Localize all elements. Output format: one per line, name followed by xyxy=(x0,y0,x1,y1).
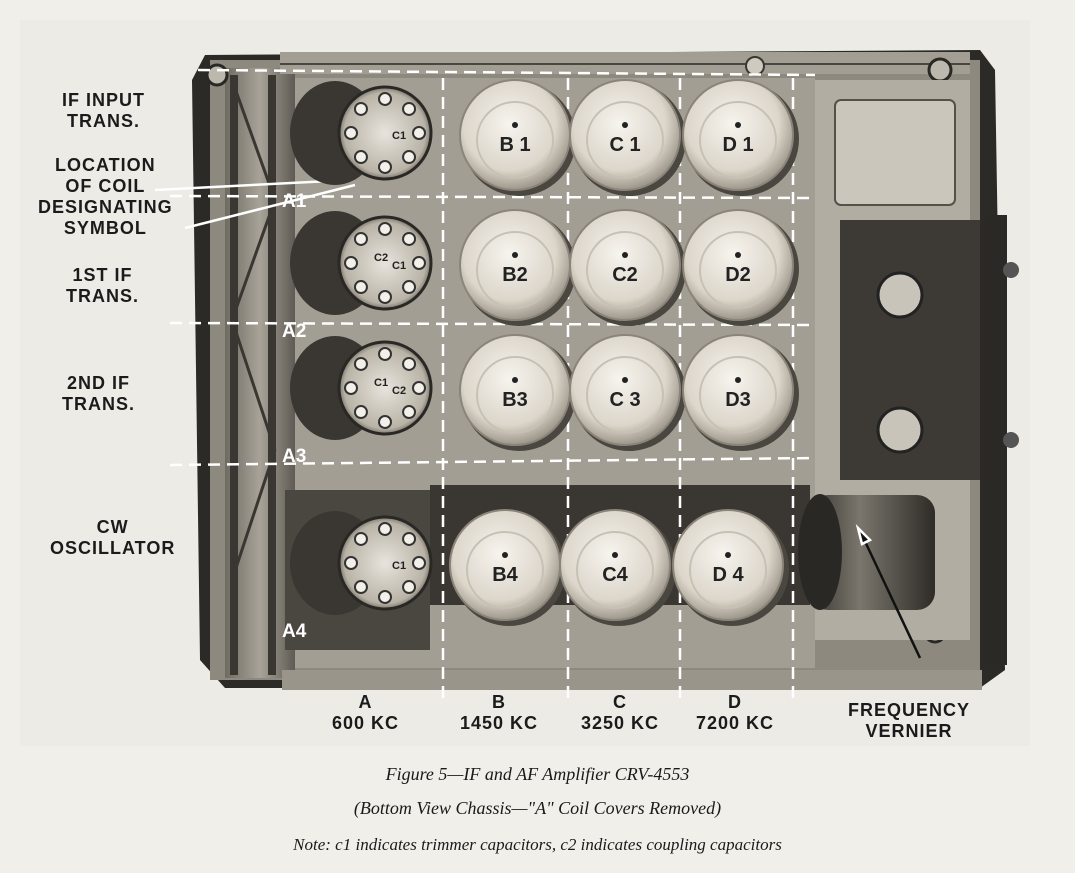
coil-can: B 1 xyxy=(459,79,576,196)
label-line: OSCILLATOR xyxy=(50,538,176,558)
label-line: CW xyxy=(96,517,129,537)
figure-caption-note: Note: c1 indicates trimmer capacitors, c… xyxy=(293,835,782,854)
label-frequency-vernier: FREQUENCY VERNIER xyxy=(848,700,970,742)
trimmer-label: C1 xyxy=(374,377,388,389)
trimmer-label: C1 xyxy=(392,560,406,572)
frequency-vernier-knob xyxy=(798,494,935,610)
figure-caption-subtitle: (Bottom View Chassis—"A" Coil Covers Rem… xyxy=(353,798,722,818)
trimmer-label: C2 xyxy=(392,385,406,397)
a-coil-label: A2 xyxy=(282,321,306,342)
coil-can: D3 xyxy=(682,334,799,451)
trimmer-label: C2 xyxy=(374,252,388,264)
coil-can: C 1 xyxy=(569,79,686,196)
leader-lines xyxy=(154,178,922,659)
column-letter: B xyxy=(492,692,507,712)
label-line: 2ND IF xyxy=(66,373,130,393)
label-line: VERNIER xyxy=(865,721,953,741)
label-cw-oscillator: CW OSCILLATOR xyxy=(50,517,175,559)
a-coil-label: A1 xyxy=(282,191,307,212)
can-label: D2 xyxy=(725,264,751,286)
trimmer-label: C1 xyxy=(392,260,406,272)
column-letter: C xyxy=(613,692,628,712)
label-line: 1ST IF xyxy=(72,265,133,285)
column-label-c: C 3250 KC xyxy=(581,692,659,734)
coil-can: D 1 xyxy=(682,79,799,196)
can-label: D 4 xyxy=(712,564,744,586)
coil-can: B4 xyxy=(449,509,566,626)
coil-can: B2 xyxy=(459,209,576,326)
column-letter: A xyxy=(358,692,373,712)
can-label: B2 xyxy=(502,264,528,286)
label-line: TRANS. xyxy=(67,111,140,131)
can-label: C 3 xyxy=(609,389,640,411)
label-location-coil: LOCATION OF COIL DESIGNATING SYMBOL xyxy=(38,155,173,239)
column-freq: 7200 KC xyxy=(696,713,775,733)
coil-can: B3 xyxy=(459,334,576,451)
coil-can: C4 xyxy=(559,509,676,626)
a-coil-label: A4 xyxy=(282,621,307,642)
can-label: D 1 xyxy=(722,134,753,156)
column-label-a: A 600 KC xyxy=(332,692,399,734)
can-label: B4 xyxy=(492,564,518,586)
can-label: B3 xyxy=(502,389,528,411)
column-freq: 3250 KC xyxy=(581,713,660,733)
can-label: C 1 xyxy=(609,134,640,156)
label-line: LOCATION xyxy=(55,155,156,175)
a-coil-label: A3 xyxy=(282,446,306,467)
column-letter: D xyxy=(728,692,743,712)
can-label: D3 xyxy=(725,389,751,411)
label-line: TRANS. xyxy=(62,394,135,414)
can-label: B 1 xyxy=(499,134,530,156)
coil-can: D 4 xyxy=(672,509,789,626)
column-freq: 1450 KC xyxy=(460,713,539,733)
label-line: TRANS. xyxy=(66,286,139,306)
can-label: C4 xyxy=(602,564,628,586)
column-label-b: B 1450 KC xyxy=(460,692,538,734)
can-label: C2 xyxy=(612,264,638,286)
label-line: OF COIL xyxy=(65,176,146,196)
column-label-d: D 7200 KC xyxy=(696,692,774,734)
label-if-input-trans: IF INPUT TRANS. xyxy=(62,90,145,132)
column-freq: 600 KC xyxy=(332,713,400,733)
figure-caption-title: Figure 5—IF and AF Amplifier CRV-4553 xyxy=(385,764,690,784)
label-line: FREQUENCY xyxy=(848,700,971,720)
coil-can: C2 xyxy=(569,209,686,326)
trimmer-label: C1 xyxy=(392,130,406,142)
coil-can: C 3 xyxy=(569,334,686,451)
label-1st-if-trans: 1ST IF TRANS. xyxy=(66,265,139,307)
label-line: SYMBOL xyxy=(63,218,147,238)
label-line: DESIGNATING xyxy=(38,197,173,217)
label-2nd-if-trans: 2ND IF TRANS. xyxy=(62,373,135,415)
coil-can: D2 xyxy=(682,209,799,326)
label-line: IF INPUT xyxy=(62,90,145,110)
